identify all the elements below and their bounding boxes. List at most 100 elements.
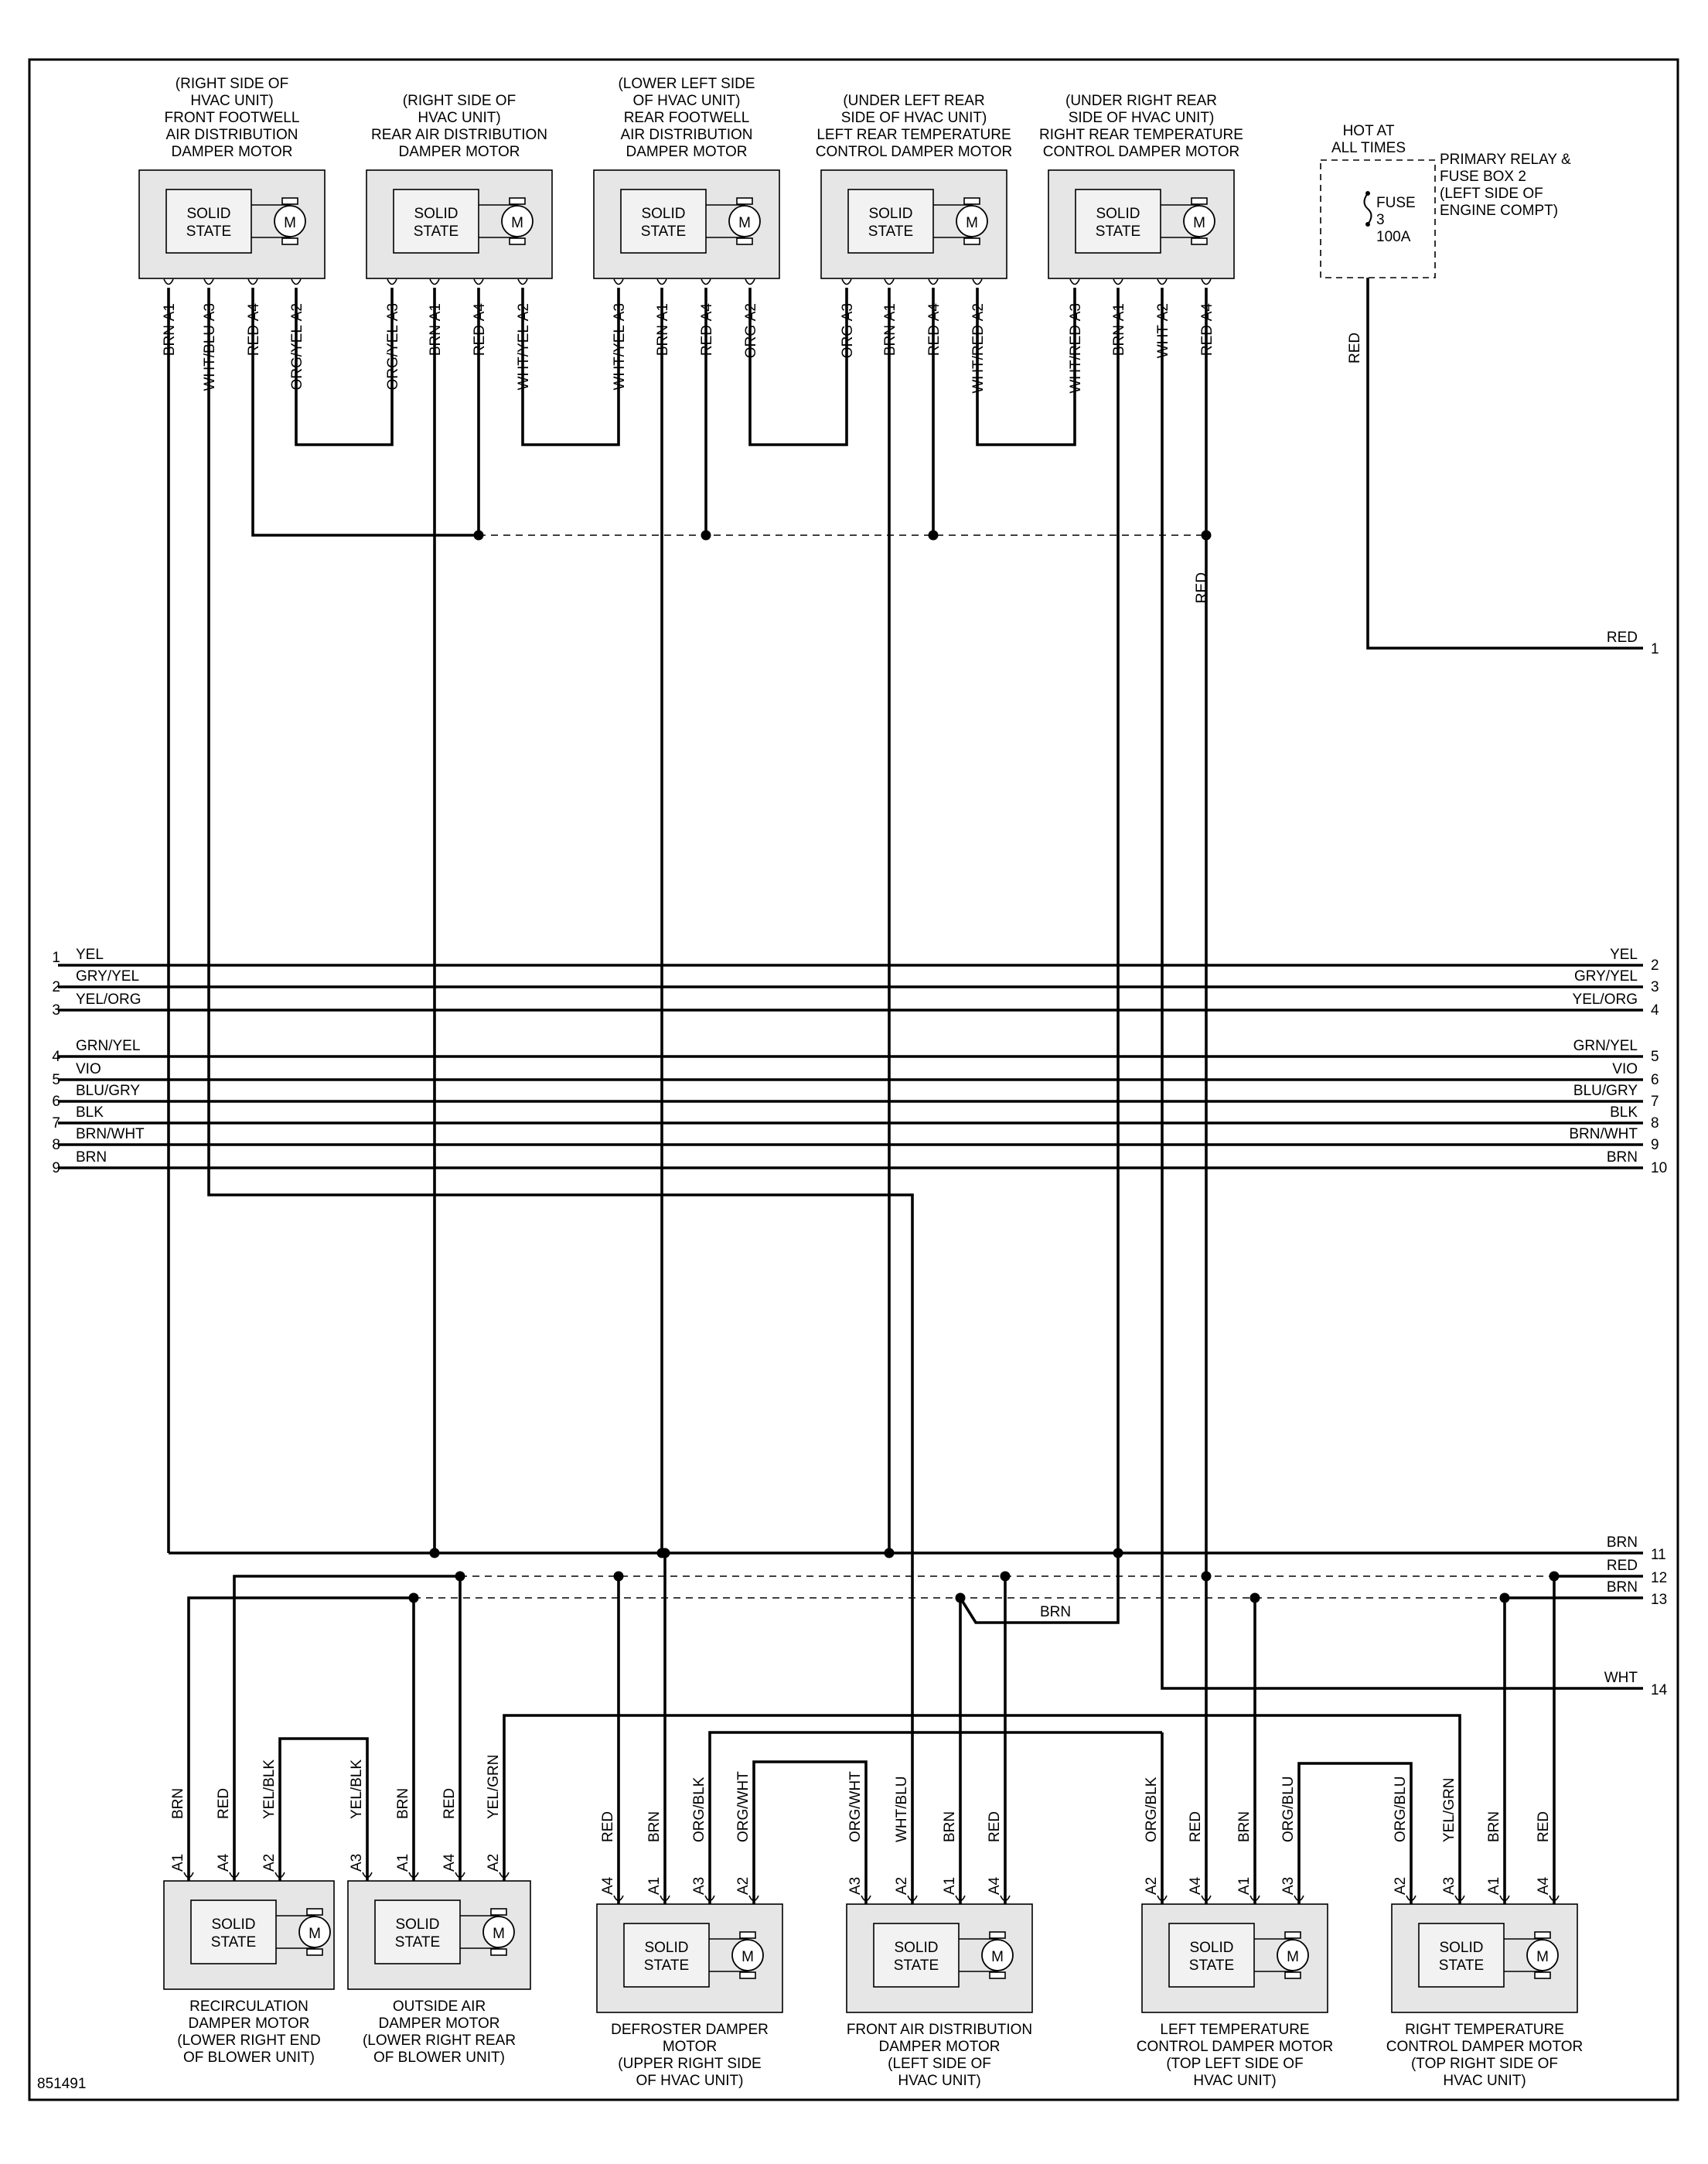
bottom-damper-motor-defroster: SOLIDSTATEMA4REDA1BRNA3ORG/BLKA2ORG/WHTD… (596, 1771, 783, 2089)
connector-pin (656, 278, 667, 285)
motor-symbol: M (1193, 215, 1205, 231)
pin-label: A2 (1393, 1877, 1409, 1895)
wire-color-label: ORG/BLK (691, 1777, 707, 1842)
component-caption: OUTSIDE AIR (393, 1998, 486, 2015)
wire-color-label: GRY/YEL (76, 968, 139, 985)
fuse-box-label: (LEFT SIDE OF (1440, 186, 1543, 202)
connector-pin (701, 278, 711, 285)
component-caption: SIDE OF HVAC UNIT) (841, 110, 987, 126)
connector-pin (613, 278, 624, 285)
component-caption: AIR DISTRIBUTION (620, 127, 752, 143)
solid-state-label: STATE (395, 1934, 440, 1951)
wire-color-label: ORG/BLK (1144, 1777, 1160, 1842)
component-caption: RIGHT REAR TEMPERATURE (1039, 127, 1243, 143)
motor-brush (306, 1908, 323, 1916)
component-caption: DAMPER MOTOR (399, 144, 520, 160)
solid-state-block (873, 1923, 960, 1988)
connector-pin (1113, 278, 1123, 285)
pin-label: A4 (600, 1876, 616, 1895)
connector-pin (429, 278, 440, 285)
motor-icon (981, 1939, 1014, 1971)
connector-pin (247, 278, 258, 285)
solid-state-label: SOLID (894, 1940, 938, 1956)
wire-color-label: BRN (1607, 1149, 1638, 1166)
bottom-damper-motor-right-temp: SOLIDSTATEMA2ORG/BLUA3YEL/GRNA1BRNA4REDR… (1386, 1776, 1583, 2089)
connector-number: 9 (1651, 1137, 1659, 1153)
connector-pin (907, 1895, 918, 1902)
connector-pin (841, 278, 852, 285)
solid-state-label: STATE (186, 224, 231, 240)
connector-number: 6 (1651, 1072, 1659, 1088)
hot-at-all-times-label: ALL TIMES (1331, 140, 1406, 156)
connector-number: 9 (52, 1160, 60, 1176)
connector-pin (1201, 278, 1212, 285)
motor-icon (1277, 1939, 1309, 1971)
solid-state-label: STATE (641, 224, 686, 240)
wire-color-label: BRN (1486, 1811, 1502, 1842)
connector-pin (473, 278, 484, 285)
component-caption: (UNDER LEFT REAR (843, 93, 984, 109)
wire-color-label: RED (1194, 572, 1210, 603)
component-caption: HVAC UNIT) (418, 110, 500, 126)
component-caption: (TOP RIGHT SIDE OF (1411, 2056, 1558, 2072)
motor-brush (306, 1948, 323, 1956)
motor-brush (736, 197, 753, 205)
component-caption: CONTROL DAMPER MOTOR (1386, 2039, 1583, 2055)
component-caption: (UNDER RIGHT REAR (1065, 93, 1217, 109)
solid-state-label: SOLID (644, 1940, 688, 1956)
hot-at-all-times-label: HOT AT (1343, 123, 1395, 139)
motor-brush (1534, 1931, 1551, 1939)
connector-number: 14 (1651, 1682, 1668, 1698)
diagram-frame (28, 58, 1679, 2101)
solid-state-block (847, 189, 934, 254)
wire-color-label: RED (600, 1811, 616, 1842)
pin-label: A4 (216, 1853, 232, 1872)
wire-color-label: RED (441, 1788, 458, 1819)
solid-state-label: STATE (1189, 1957, 1234, 1974)
component-caption: OF HVAC UNIT) (636, 2073, 744, 2089)
motor-symbol: M (741, 1949, 754, 1965)
component-caption: REAR AIR DISTRIBUTION (371, 127, 547, 143)
connector-pin (972, 278, 983, 285)
red-wire (251, 288, 479, 537)
solid-state-label: SOLID (395, 1917, 439, 1933)
solid-state-block (393, 189, 479, 254)
motor-brush (509, 237, 526, 245)
component-caption: CONTROL DAMPER MOTOR (816, 144, 1012, 160)
component-caption: (UPPER RIGHT SIDE (618, 2056, 761, 2072)
component-caption: RECIRCULATION (189, 1998, 309, 2015)
wire-color-label: WHT/BLU (894, 1777, 910, 1843)
solid-state-label: STATE (1439, 1957, 1484, 1974)
connector-pin (928, 278, 939, 285)
connector-number: 2 (1651, 957, 1659, 974)
connector-number: 2 (52, 979, 60, 995)
connector-pin (163, 278, 174, 285)
connector-number: 7 (52, 1115, 60, 1131)
wht-red-wire (976, 288, 1076, 446)
motor-symbol: M (1536, 1949, 1549, 1965)
wire-color-label: YEL/GRN (486, 1755, 502, 1819)
pin-label: A1 (646, 1877, 663, 1895)
solid-state-label: STATE (414, 224, 459, 240)
component-caption: OF BLOWER UNIT) (373, 2050, 505, 2066)
splice-dot (660, 1548, 670, 1558)
pin-label: A3 (1441, 1877, 1457, 1895)
motor-brush (963, 197, 980, 205)
wire-color-label: YEL (76, 947, 104, 963)
solid-state-label: STATE (894, 1957, 939, 1974)
bottom-damper-motor-left-temp: SOLIDSTATEMA2ORG/BLKA4REDA1BRNA3ORG/BLUL… (1137, 1776, 1333, 2089)
connector-pin (291, 278, 302, 285)
component-caption: SIDE OF HVAC UNIT) (1069, 110, 1215, 126)
org-blk-wire (708, 1731, 1162, 1904)
wire-color-label: YEL (1610, 947, 1638, 963)
component-caption: HVAC UNIT) (1443, 2073, 1526, 2089)
bottom-damper-motor-front-air: SOLIDSTATEMA3ORG/WHTA2WHT/BLUA1BRNA4REDF… (846, 1771, 1033, 2089)
motor-symbol: M (1287, 1949, 1299, 1965)
motor-brush (281, 237, 298, 245)
component-caption: (TOP LEFT SIDE OF (1166, 2056, 1303, 2072)
motor-icon (274, 205, 306, 237)
wire-color-label: RED (1607, 1558, 1638, 1574)
pin-label: A2 (894, 1877, 910, 1895)
